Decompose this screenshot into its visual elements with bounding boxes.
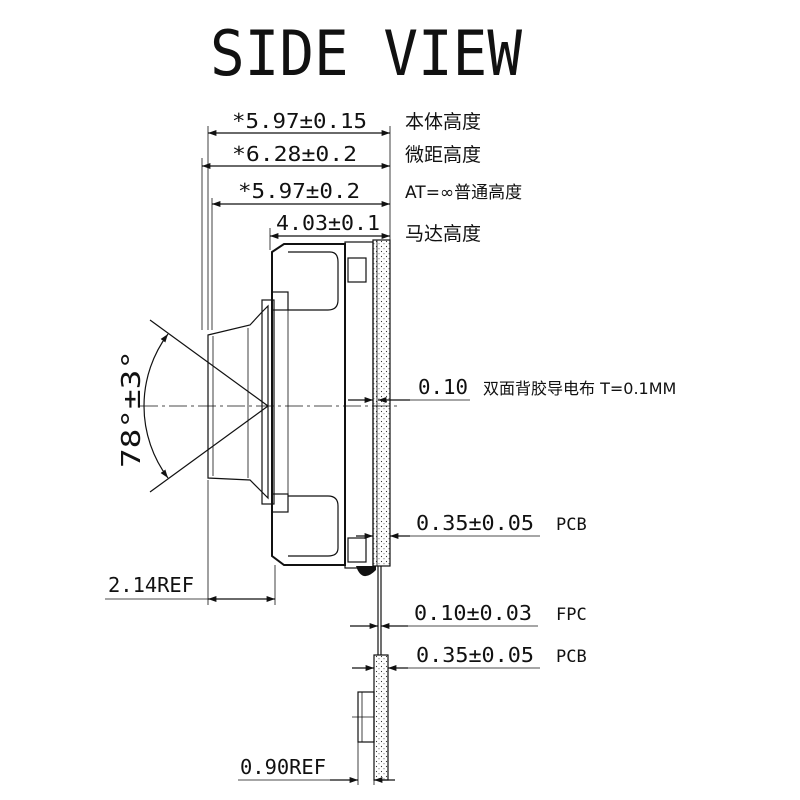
housing-detail [288,495,339,557]
dimension-body-height: *5.97±0.15 [232,109,367,133]
dimension-lens-ref: 2.14REF [108,573,194,597]
holder-tab [347,257,367,283]
holder-tab [347,537,367,563]
dimension-lower-pcb-thickness: 0.35±0.05 [416,643,534,667]
dimension-connector-ref: 0.90REF [240,755,326,779]
dimension-pcb-thickness: 0.35±0.05 [416,511,534,535]
dimension-macro-height: *6.28±0.2 [232,142,357,166]
dimension-fpc-thickness: 0.10±0.03 [414,601,532,625]
note-infinity-height: AT=∞普通高度 [405,183,522,203]
sensor-holder [344,241,374,569]
fov-ray [149,405,269,493]
note-body-height: 本体高度 [405,111,481,133]
fov-ray [149,319,269,407]
dimension-cloth-thickness: 0.10 [418,375,468,399]
fov-angle-label: 78°±3° [117,350,147,468]
note-fpc: FPC [556,605,587,625]
note-motor-height: 马达高度 [405,223,481,245]
lens-front [207,304,269,500]
note-pcb-top: PCB [556,515,587,535]
page-title: SIDE VIEW [210,17,523,90]
housing-detail [288,251,339,311]
dimension-infinity-height: *5.97±0.2 [238,179,360,203]
note-macro-height: 微距高度 [405,144,481,166]
pcb-board [372,239,391,567]
note-conductive-cloth: 双面背胶导电布 T=0.1MM [483,379,676,398]
fov-arc [143,333,169,479]
lower-pcb [373,654,389,781]
dimension-motor-height: 4.03±0.1 [276,211,380,235]
note-pcb-lower: PCB [556,647,587,667]
solder-fillet [356,566,376,577]
